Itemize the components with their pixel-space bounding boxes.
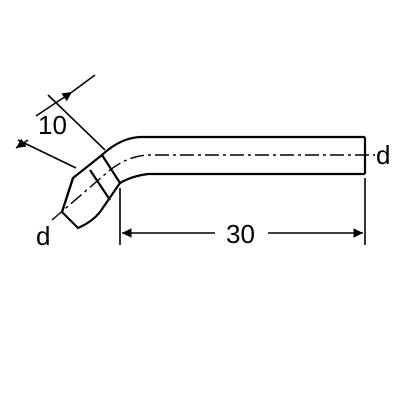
dimension-length [119,178,366,245]
center-line [51,154,375,221]
dimension-length-label: 30 [226,219,255,249]
dimension-offset [15,74,106,169]
pipe-body [101,135,367,184]
diameter-label-pipe-end: d [376,140,390,170]
diameter-label-socket-end: d [36,221,50,251]
pipe-socket [60,153,122,230]
dimension-offset-label: 10 [38,110,67,140]
